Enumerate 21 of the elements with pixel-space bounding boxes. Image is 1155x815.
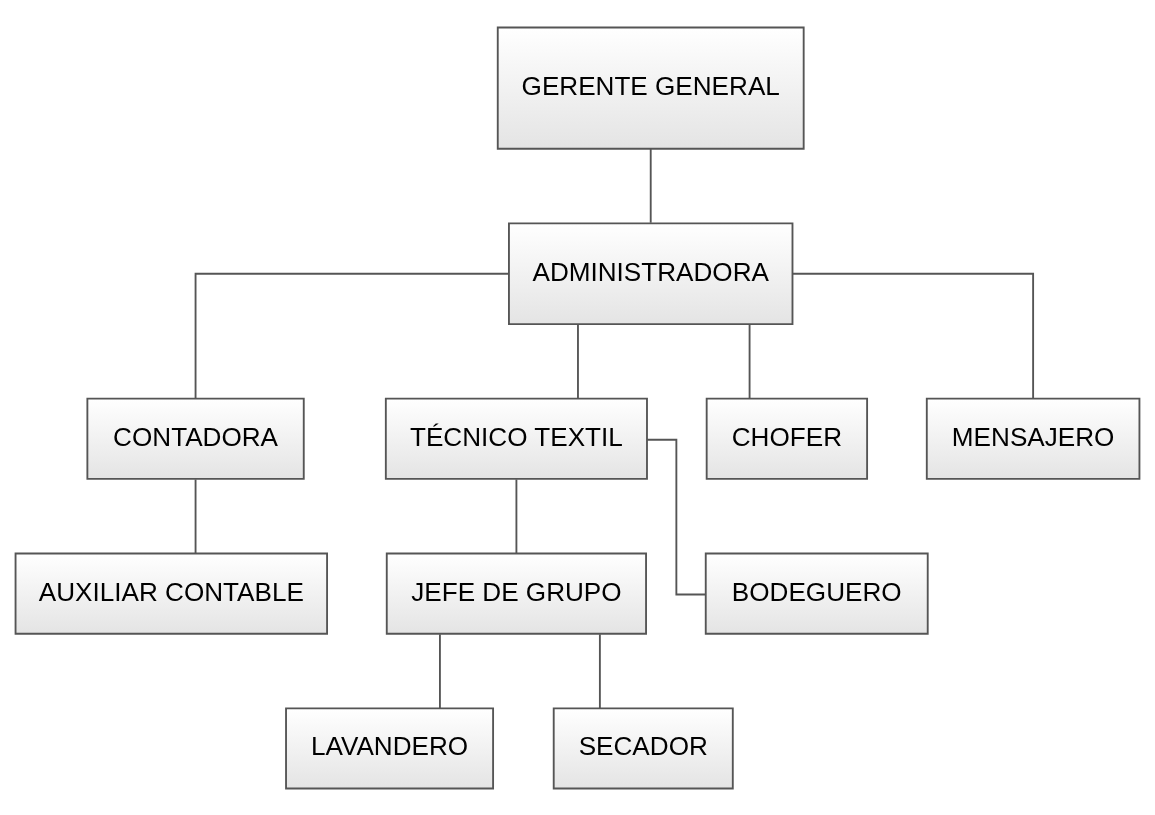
node-box: ADMINISTRADORA (508, 221, 794, 325)
connector (649, 147, 652, 224)
connector (194, 478, 197, 554)
connector (515, 478, 518, 554)
node-box: CONTADORA (86, 397, 305, 480)
node-box: SECADOR (552, 706, 734, 789)
node-box: MENSAJERO (925, 397, 1141, 480)
node-box: JEFE DE GRUPO (385, 552, 647, 635)
connector (748, 322, 751, 400)
node-box: BODEGUERO (704, 552, 929, 635)
node-box: AUXILIAR CONTABLE (14, 552, 328, 635)
connector (439, 632, 441, 709)
connector (194, 272, 510, 399)
node-box: TÉCNICO TEXTIL (384, 397, 648, 480)
connector (598, 632, 601, 709)
node-box: CHOFER (705, 397, 869, 480)
connector (577, 322, 579, 400)
node-box: LAVANDERO (285, 706, 495, 789)
connector (646, 438, 707, 595)
connector (791, 272, 1035, 399)
node-box: GERENTE GENERAL (496, 26, 805, 150)
